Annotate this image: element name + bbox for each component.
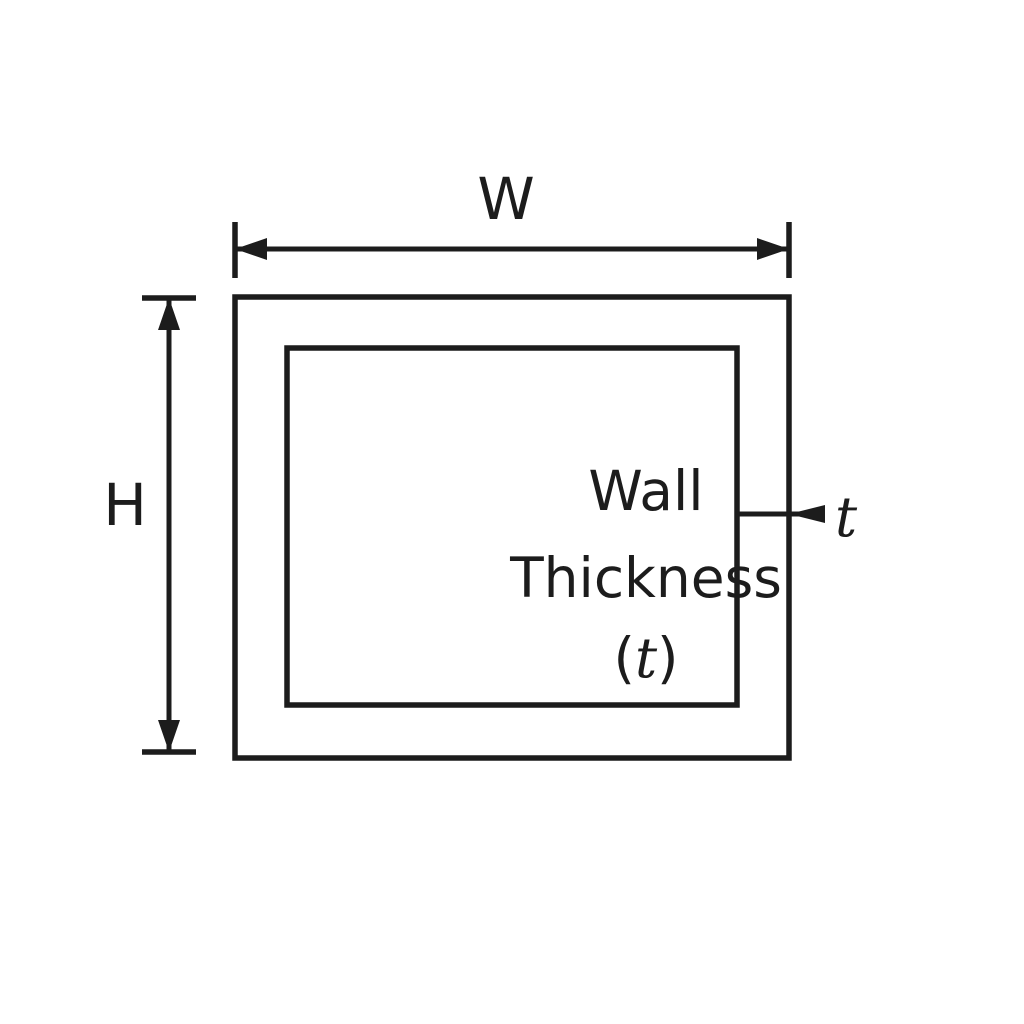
height-arrowhead-top [158, 298, 180, 330]
wall-caption-paren-close: ) [657, 626, 678, 690]
width-dimension-group: W [232, 165, 792, 278]
width-arrowhead-left [235, 238, 267, 260]
thickness-symbol-label: t [835, 485, 858, 549]
wall-caption-t-symbol: t [635, 626, 658, 690]
wall-caption-line-2: Thickness [509, 546, 782, 610]
width-arrowhead-right [757, 238, 789, 260]
wall-caption-paren-open: ( [613, 626, 634, 690]
inner-rectangle-bore [284, 345, 740, 708]
outer-rectangle-profile [232, 294, 792, 761]
wall-caption-line-3: (t) [613, 626, 678, 690]
height-arrowhead-bottom [158, 720, 180, 752]
wall-caption-line-1: Wall [588, 459, 703, 523]
height-label: H [103, 471, 147, 539]
height-dimension-group: H [103, 295, 196, 755]
wall-thickness-caption: Wall Thickness (t) [509, 459, 782, 690]
thickness-leader-group: t [737, 485, 858, 549]
width-label: W [477, 165, 534, 233]
thickness-arrowhead [789, 505, 825, 523]
